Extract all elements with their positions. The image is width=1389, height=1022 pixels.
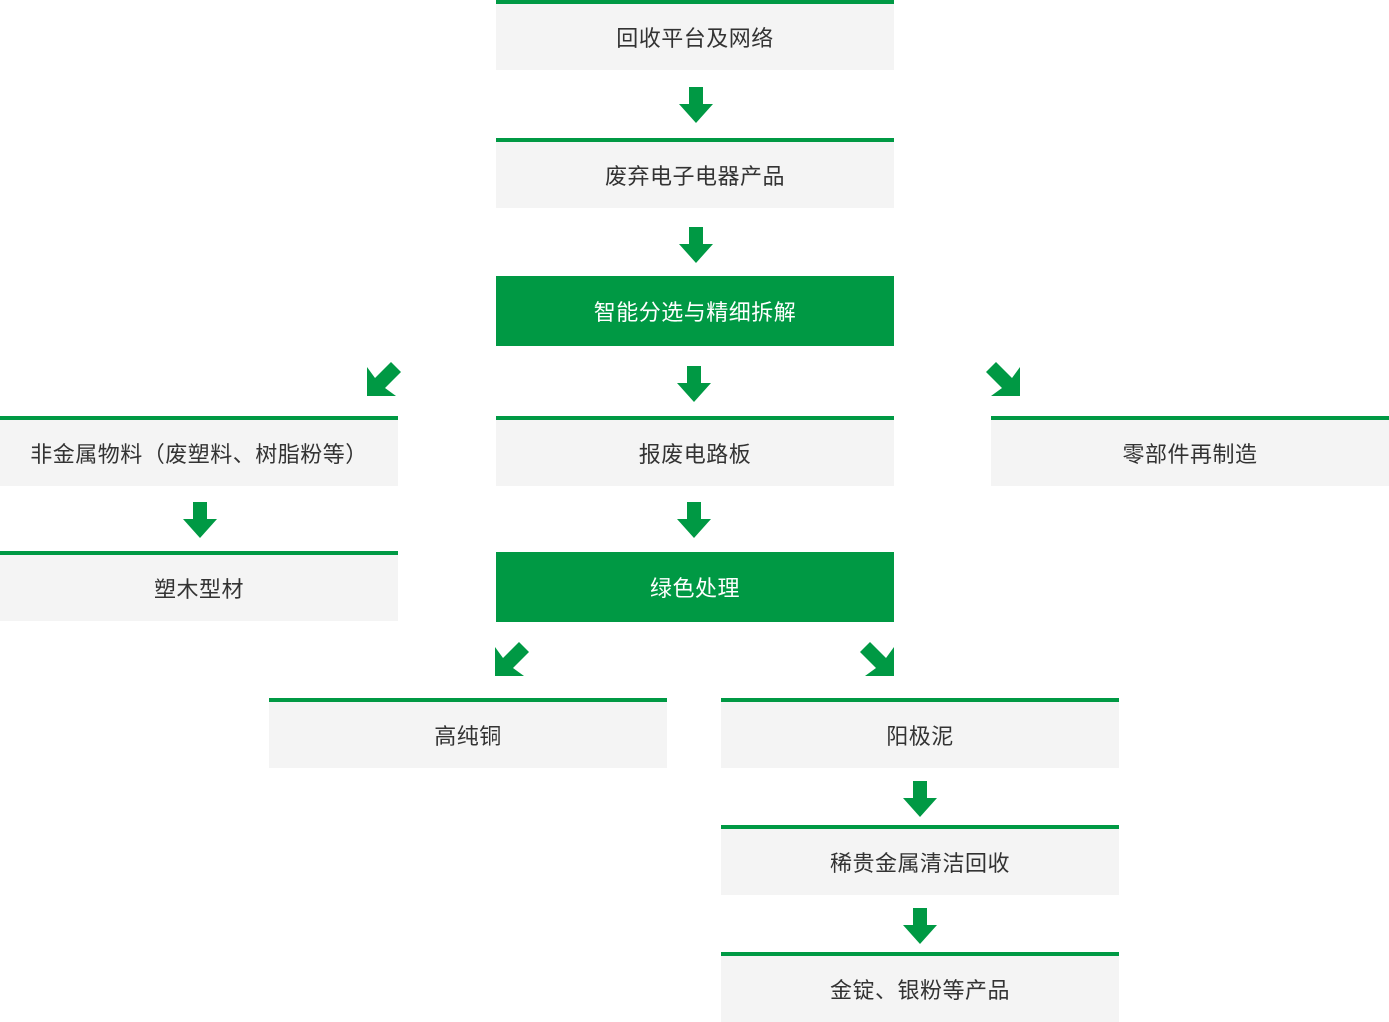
- arrow-down-icon: [903, 781, 937, 817]
- node-anode-slime: 阳极泥: [721, 698, 1119, 768]
- node-green-treatment: 绿色处理: [496, 552, 894, 622]
- arrow-down-right-icon: [986, 362, 1020, 396]
- node-smart-sorting: 智能分选与精细拆解: [496, 276, 894, 346]
- node-waste-electronics: 废弃电子电器产品: [496, 138, 894, 208]
- node-high-purity-copper: 高纯铜: [269, 698, 667, 768]
- arrow-down-right-icon: [860, 642, 894, 676]
- arrow-down-icon: [903, 908, 937, 944]
- node-precious-metal-recovery: 稀贵金属清洁回收: [721, 825, 1119, 895]
- arrow-down-left-icon: [495, 642, 529, 676]
- arrow-down-icon: [183, 502, 217, 538]
- arrow-down-left-icon: [367, 362, 401, 396]
- node-scrap-pcb: 报废电路板: [496, 416, 894, 486]
- arrow-down-icon: [677, 366, 711, 402]
- arrow-down-icon: [679, 87, 713, 123]
- node-wood-plastic: 塑木型材: [0, 551, 398, 621]
- node-non-metal: 非金属物料（废塑料、树脂粉等）: [0, 416, 398, 486]
- node-parts-remanufacture: 零部件再制造: [991, 416, 1389, 486]
- arrow-down-icon: [679, 227, 713, 263]
- arrow-down-icon: [677, 502, 711, 538]
- node-recycle-platform: 回收平台及网络: [496, 0, 894, 70]
- node-gold-silver-products: 金锭、银粉等产品: [721, 952, 1119, 1022]
